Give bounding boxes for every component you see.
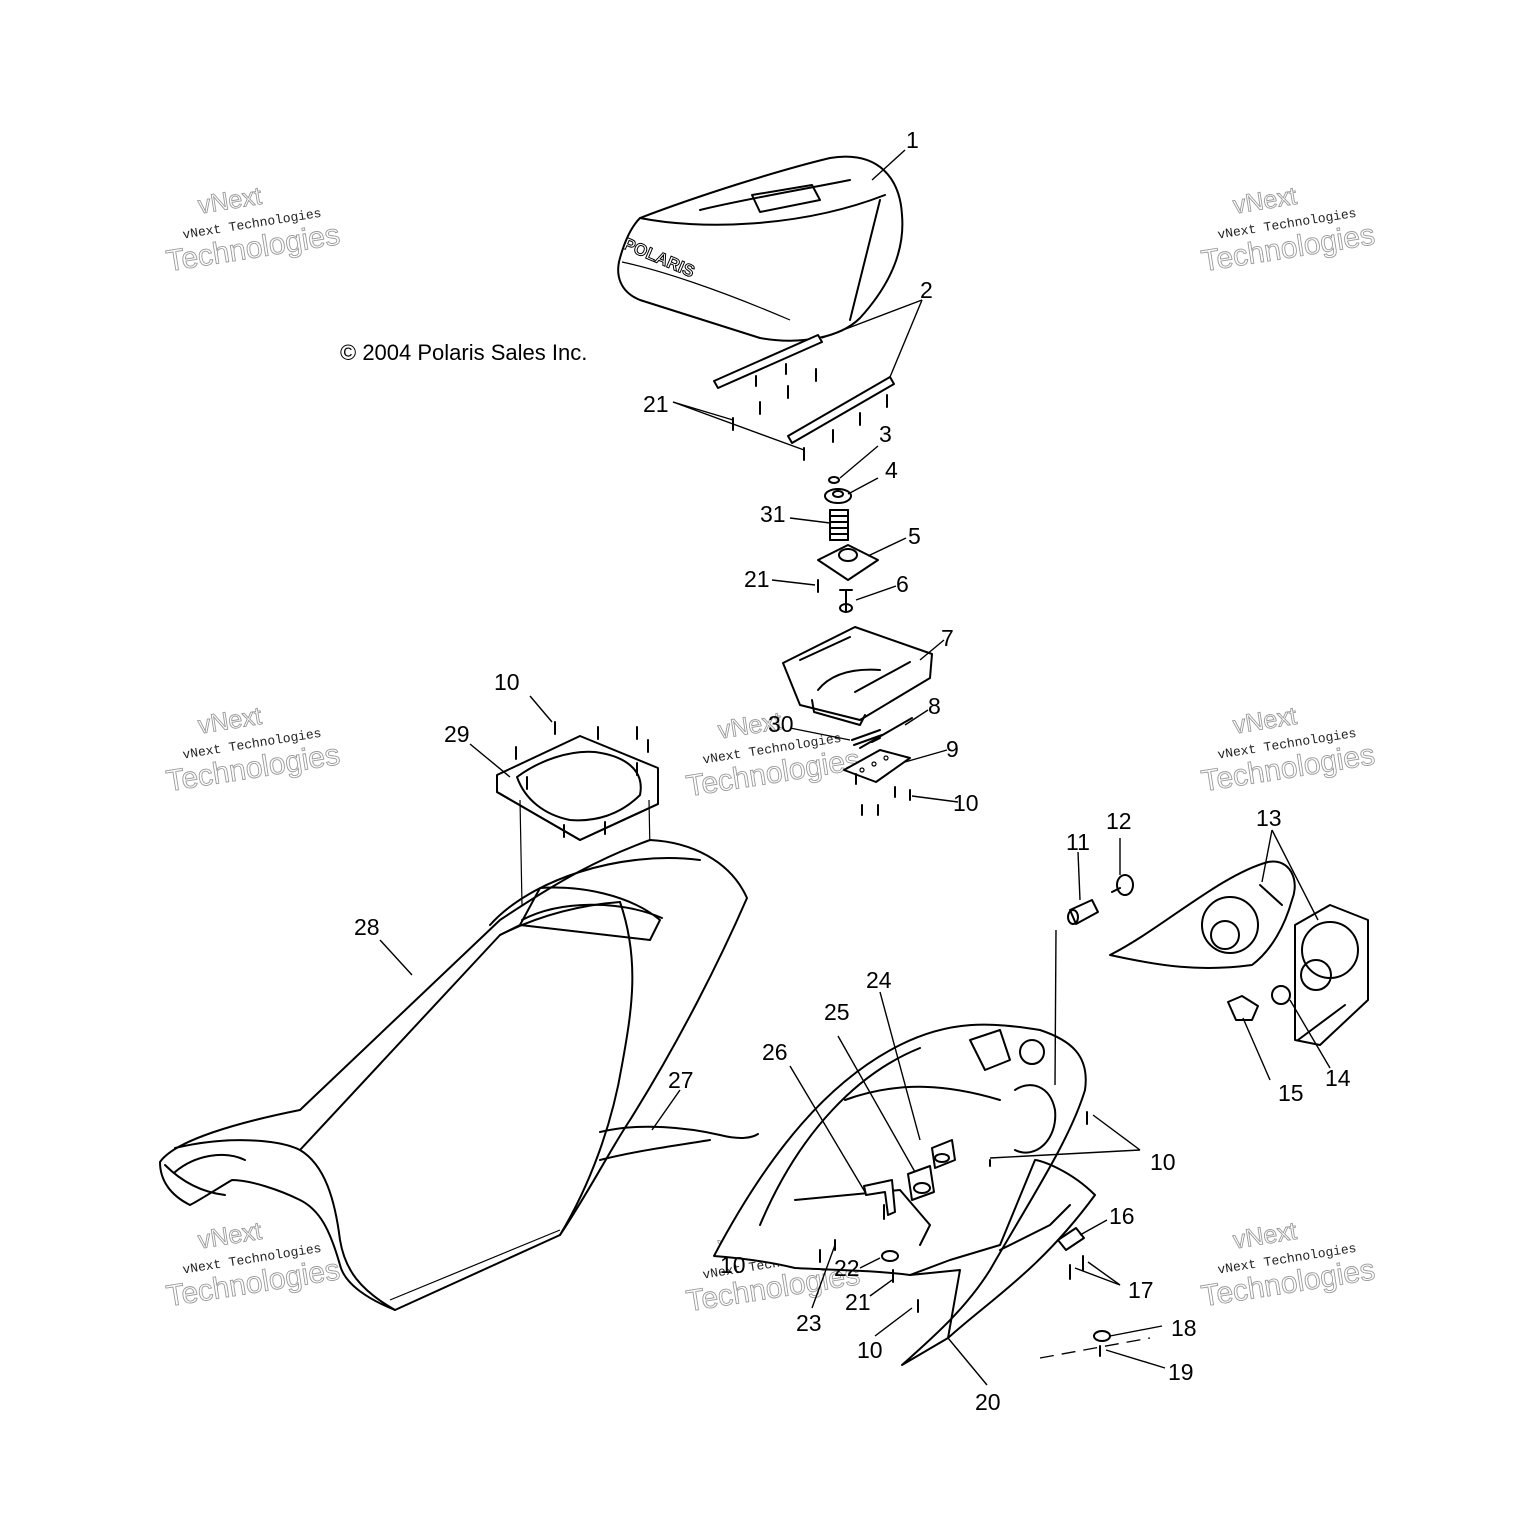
callout-10: 10 (857, 1337, 883, 1363)
assembly-guide-line (1039, 1337, 1151, 1359)
svg-text:vNext: vNext (196, 702, 264, 740)
assembly-guide-line (519, 799, 523, 906)
part-18-washer (1093, 1330, 1111, 1342)
part-25-bracket (907, 1165, 935, 1201)
part-21-screws (732, 363, 888, 461)
callout-11: 11 (1066, 829, 1090, 855)
callout-21: 21 (845, 1289, 871, 1315)
callout-5: 5 (908, 523, 921, 549)
watermark: vNext vNext Technologies Technologies (164, 1217, 343, 1314)
copyright-text: © 2004 Polaris Sales Inc. (340, 340, 587, 365)
callout-30: 30 (768, 711, 794, 737)
part-5-base (817, 544, 879, 581)
part-2-mounting-strips (713, 334, 895, 444)
part-4-cap (824, 488, 852, 504)
part-28-seat (159, 839, 748, 1311)
callout-20: 20 (975, 1389, 1001, 1415)
svg-text:vNext: vNext (196, 182, 264, 220)
callout-21: 21 (744, 566, 770, 592)
part-24-bracket (931, 1139, 956, 1169)
callout-13: 13 (1256, 805, 1282, 831)
watermark: vNext vNext Technologies Technologies (164, 182, 343, 279)
part-1-seat-cowl: POLARIS (617, 155, 904, 342)
callout-3: 3 (879, 421, 892, 447)
part-11-grommet (1067, 899, 1099, 925)
callout-6: 6 (896, 571, 909, 597)
callout-22: 22 (834, 1255, 860, 1281)
callout-17: 17 (1128, 1277, 1154, 1303)
callout-26: 26 (762, 1039, 788, 1065)
callout-10: 10 (1150, 1149, 1176, 1175)
part-14-bulb (1271, 985, 1291, 1005)
part-3-clip (828, 476, 840, 484)
callout-numbers: 1 2 21 3 4 31 5 21 6 7 10 29 8 30 9 10 2… (354, 127, 1351, 1415)
callout-24: 24 (866, 967, 892, 993)
svg-text:vNext: vNext (196, 1217, 264, 1255)
part-29-mounting-frame (496, 735, 659, 841)
watermark: vNext vNext Technologies Technologies (164, 702, 343, 799)
callout-9: 9 (946, 736, 959, 762)
callout-31: 31 (760, 501, 786, 527)
callout-27: 27 (668, 1067, 694, 1093)
callout-29: 29 (444, 721, 470, 747)
callout-10: 10 (494, 669, 520, 695)
callout-28: 28 (354, 914, 380, 940)
part-15-socket (1227, 995, 1259, 1021)
part-16-clip (1057, 1227, 1085, 1251)
callout-7: 7 (941, 625, 954, 651)
part-30-spring (851, 729, 883, 746)
part-9-bracket (843, 749, 911, 783)
callout-12: 12 (1106, 808, 1132, 834)
part-31-spring (829, 509, 849, 541)
watermark: vNext vNext Technologies Technologies (1199, 182, 1378, 279)
part-7-latch-housing (782, 626, 933, 726)
part-12-bulb (1111, 874, 1134, 896)
part-6-bolt (839, 589, 853, 613)
callout-10: 10 (953, 790, 979, 816)
callout-25: 25 (824, 999, 850, 1025)
callout-16: 16 (1109, 1203, 1135, 1229)
part-10-screws (515, 721, 649, 838)
part-10-screws (855, 773, 911, 816)
assembly-guide-line (1054, 929, 1057, 1086)
callout-1: 1 (906, 127, 919, 153)
svg-text:vNext: vNext (1231, 1217, 1299, 1255)
callout-14: 14 (1325, 1065, 1351, 1091)
part-22-washer (881, 1250, 899, 1262)
callout-18: 18 (1171, 1315, 1197, 1341)
leader-lines (379, 149, 1331, 1386)
callout-19: 19 (1168, 1359, 1194, 1385)
callout-23: 23 (796, 1310, 822, 1336)
part-8-pin (859, 717, 913, 749)
callout-8: 8 (928, 693, 941, 719)
callout-21: 21 (643, 391, 669, 417)
part-17-screws (1069, 1255, 1084, 1280)
svg-text:vNext: vNext (1231, 182, 1299, 220)
watermark: vNext vNext Technologies Technologies (1199, 1217, 1378, 1314)
callout-2: 2 (920, 277, 933, 303)
part-13-tail-light (1109, 860, 1369, 1046)
watermark: vNext vNext Technologies Technologies (1199, 702, 1378, 799)
part-10-screws (819, 1111, 1088, 1313)
callout-4: 4 (885, 457, 898, 483)
callout-10: 10 (720, 1252, 746, 1278)
callout-15: 15 (1278, 1080, 1304, 1106)
svg-text:vNext: vNext (1231, 702, 1299, 740)
part-27-cable (599, 1125, 759, 1161)
part-26-bracket (863, 1179, 896, 1216)
